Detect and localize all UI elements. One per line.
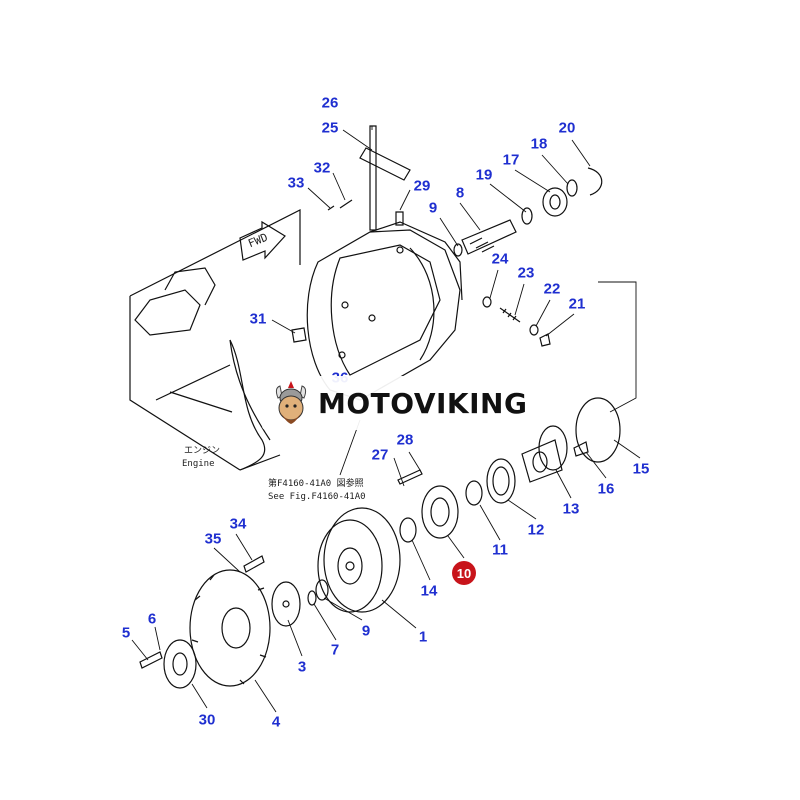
part-callout-33[interactable]: 33 [287,174,305,192]
stator-10-drawing [397,469,459,539]
part-callout-21[interactable]: 21 [568,295,586,313]
brand-watermark: MOTOVIKING [262,376,536,430]
reference-note-en: See Fig.F4160-41A0 [268,492,366,502]
plate-30-drawing [163,639,197,689]
part-callout-6[interactable]: 6 [147,610,157,628]
part-callout-4[interactable]: 4 [271,713,281,731]
fwd-arrow [239,220,286,261]
drive-plate-3-drawing [271,581,301,627]
part-callout-5[interactable]: 5 [121,624,131,642]
engine-note-jp: エンジン [184,446,221,456]
part-callout-9[interactable]: 9 [428,199,438,217]
torque-converter-1-drawing [317,507,401,613]
highlighted-part-callout[interactable]: 10 [452,561,476,585]
part-callout-31[interactable]: 31 [249,310,267,328]
part-callout-3[interactable]: 3 [297,658,307,676]
ring-11-drawing [465,480,483,506]
damper-disc-4-drawing [189,569,271,687]
part-callout-25[interactable]: 25 [321,119,339,137]
part-callout-24[interactable]: 24 [491,250,509,268]
part-callout-7[interactable]: 7 [330,641,340,659]
part-callout-1[interactable]: 1 [418,628,428,646]
part-callout-15[interactable]: 15 [632,460,650,478]
part-callout-11[interactable]: 11 [492,541,508,559]
part-callout-19[interactable]: 19 [475,166,493,184]
reference-note-jp: 第F4160-41A0 図参照 [268,479,364,489]
engine-note-en: Engine [182,459,215,469]
part-callout-13[interactable]: 13 [562,500,580,518]
part-callout-8[interactable]: 8 [455,184,465,202]
leader-lines [131,126,641,713]
seal-ring-15-drawing [575,397,621,463]
part-callout-26[interactable]: 26 [321,94,339,112]
part-callout-12[interactable]: 12 [527,521,545,539]
part-callout-23[interactable]: 23 [517,264,535,282]
part-callout-29[interactable]: 29 [413,177,431,195]
ring-14-drawing [399,517,417,543]
part-callout-9[interactable]: 9 [361,622,371,640]
input-shaft-drawing [453,167,603,257]
engine-block-drawing [129,209,301,471]
part-callout-18[interactable]: 18 [530,135,548,153]
bearing-12-drawing [486,458,516,504]
pump-13-drawing [521,425,589,483]
viking-logo-icon [275,381,307,424]
bolts-lower-drawing [139,555,265,669]
part-callout-27[interactable]: 27 [371,446,389,464]
flywheel-housing-drawing [306,221,463,401]
part-callout-32[interactable]: 32 [313,159,331,177]
part-callout-30[interactable]: 30 [198,711,216,729]
part-callout-16[interactable]: 16 [597,480,615,498]
spring-and-plugs-drawing [482,296,551,347]
top-bolts-drawing [291,125,411,343]
part-callout-14[interactable]: 14 [420,582,438,600]
o-ring-drawing [307,579,329,606]
part-callout-22[interactable]: 22 [543,280,561,298]
part-callout-20[interactable]: 20 [558,119,576,137]
part-callout-34[interactable]: 34 [229,515,247,533]
part-callout-17[interactable]: 17 [502,151,520,169]
brand-name: MOTOVIKING [318,386,528,420]
part-callout-28[interactable]: 28 [396,431,414,449]
part-callout-35[interactable]: 35 [204,530,222,548]
